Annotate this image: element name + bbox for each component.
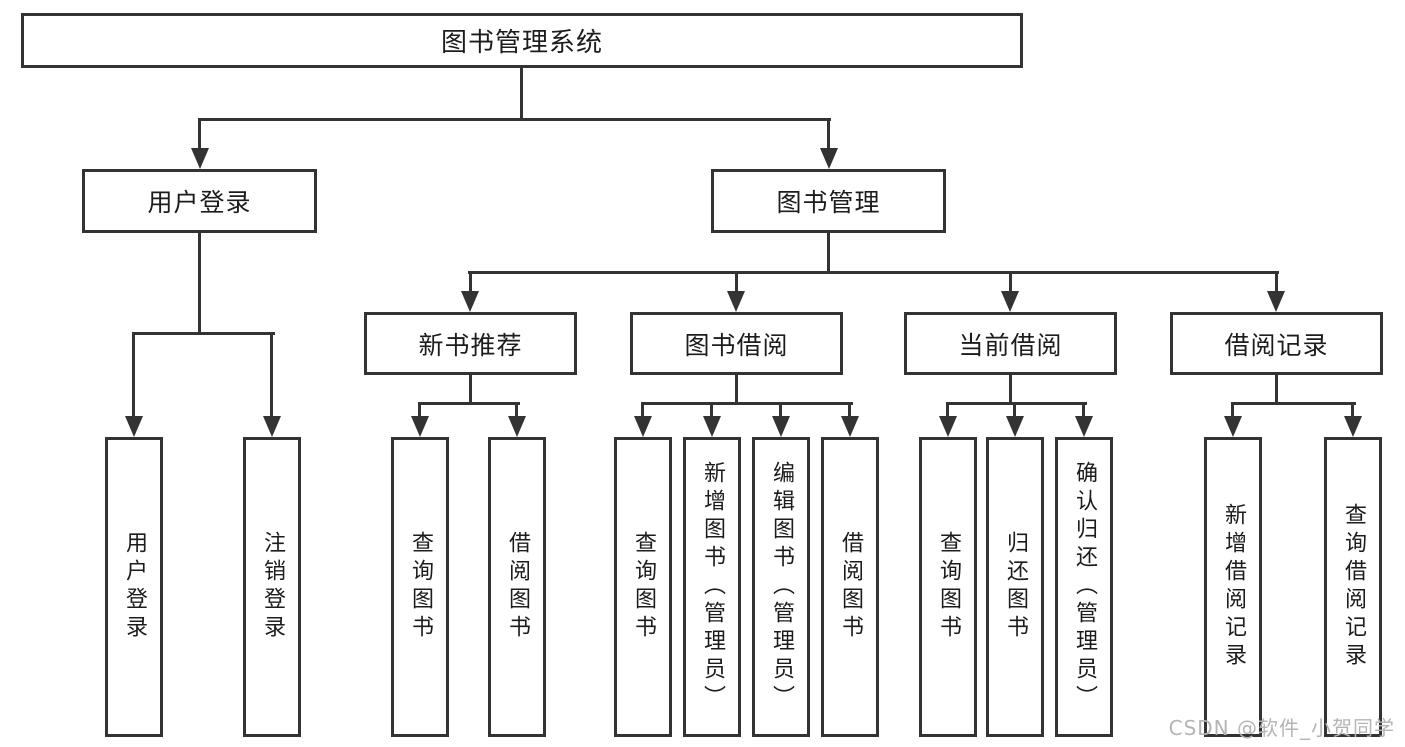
- connector-user-login-stem: [198, 233, 201, 335]
- connector-section-rail: [641, 402, 853, 405]
- leaf-label: 确认归还（管理员）: [1072, 461, 1097, 713]
- arrowhead-down-icon: [703, 416, 721, 437]
- node-label: 当前借阅: [958, 330, 1063, 360]
- arrowhead-down-icon: [1267, 291, 1285, 312]
- connector-section-rail: [418, 402, 520, 405]
- arrowhead-down-icon: [125, 416, 143, 437]
- connector-section-drop: [469, 271, 472, 291]
- node-label: 图书管理: [776, 188, 881, 217]
- connector-leaf-drop: [418, 402, 421, 416]
- leaf-current-query-books: 查询图书: [919, 437, 977, 737]
- leaf-label: 借阅图书: [505, 531, 530, 643]
- connector-section-drop: [735, 271, 738, 291]
- connector-section-stem: [469, 375, 472, 405]
- leaf-newbook-query-books: 查询图书: [391, 437, 449, 737]
- node-label: 借阅记录: [1224, 330, 1329, 360]
- node-book-management: 图书管理: [711, 169, 946, 233]
- leaf-label: 查询图书: [936, 531, 961, 643]
- connector-user-login-drop: [198, 118, 201, 149]
- connector-section-drop: [1009, 271, 1012, 291]
- node-label: 图书管理系统: [440, 28, 603, 58]
- connector-book-mgmt-rail: [468, 271, 1279, 274]
- connector-leaf-drop: [1231, 402, 1234, 416]
- arrowhead-down-icon: [820, 148, 838, 169]
- connector-leaf-drop: [641, 402, 644, 416]
- arrowhead-down-icon: [461, 291, 479, 312]
- connector-section-stem: [1009, 375, 1012, 405]
- arrowhead-down-icon: [1344, 416, 1362, 437]
- connector-leaf-drop: [779, 402, 782, 416]
- arrowhead-down-icon: [1006, 416, 1024, 437]
- connector-leaf-drop: [132, 332, 135, 416]
- csdn-watermark: CSDN @软件_小贺同学: [1168, 716, 1395, 740]
- leaf-newbook-borrow-books: 借阅图书: [488, 437, 546, 737]
- leaf-borrowing-query-books: 查询图书: [614, 437, 672, 737]
- connector-book-mgmt-drop: [827, 118, 830, 149]
- node-label: 新书推荐: [418, 330, 523, 360]
- arrowhead-down-icon: [1001, 291, 1019, 312]
- connector-leaf-drop: [848, 402, 851, 416]
- leaf-add-book-admin: 新增图书（管理员）: [683, 437, 741, 737]
- leaf-confirm-return-admin: 确认归还（管理员）: [1055, 437, 1113, 737]
- arrowhead-down-icon: [772, 416, 790, 437]
- connector-section-stem: [735, 375, 738, 405]
- connector-user-login-rail: [132, 332, 275, 335]
- leaf-return-book: 归还图书: [986, 437, 1044, 737]
- leaf-label: 借阅图书: [838, 531, 863, 643]
- connector-leaf-drop: [946, 402, 949, 416]
- connector-leaf-drop: [1013, 402, 1016, 416]
- leaf-label: 新增图书（管理员）: [700, 461, 725, 713]
- connector-leaf-drop: [710, 402, 713, 416]
- arrowhead-down-icon: [727, 291, 745, 312]
- leaf-label: 编辑图书（管理员）: [769, 461, 794, 713]
- arrowhead-down-icon: [841, 416, 859, 437]
- connector-section-drop: [1275, 271, 1278, 291]
- leaf-logout: 注销登录: [243, 437, 301, 737]
- leaf-label: 新增借阅记录: [1221, 503, 1246, 671]
- leaf-label: 注销登录: [260, 531, 285, 643]
- connector-book-mgmt-stem: [827, 233, 830, 273]
- arrowhead-down-icon: [508, 416, 526, 437]
- node-current-borrowing: 当前借阅: [904, 312, 1117, 375]
- node-new-book-recommend: 新书推荐: [364, 312, 577, 375]
- arrowhead-down-icon: [634, 416, 652, 437]
- leaf-label: 查询图书: [408, 531, 433, 643]
- node-label: 图书借阅: [684, 330, 789, 360]
- arrowhead-down-icon: [1224, 416, 1242, 437]
- connector-leaf-drop: [270, 332, 273, 416]
- leaf-borrowing-borrow-books: 借阅图书: [821, 437, 879, 737]
- arrowhead-down-icon: [939, 416, 957, 437]
- connector-leaf-drop: [1351, 402, 1354, 416]
- leaf-label: 用户登录: [122, 531, 147, 643]
- leaf-add-borrow-record: 新增借阅记录: [1204, 437, 1262, 737]
- leaf-query-borrow-record: 查询借阅记录: [1324, 437, 1382, 737]
- leaf-label: 查询借阅记录: [1341, 503, 1366, 671]
- connector-root-rail: [198, 118, 831, 121]
- arrowhead-down-icon: [263, 416, 281, 437]
- node-borrowing-records: 借阅记录: [1170, 312, 1383, 375]
- leaf-label: 查询图书: [631, 531, 656, 643]
- node-user-login: 用户登录: [82, 169, 317, 233]
- node-library-management-system: 图书管理系统: [21, 13, 1023, 68]
- arrowhead-down-icon: [411, 416, 429, 437]
- leaf-edit-book-admin: 编辑图书（管理员）: [752, 437, 810, 737]
- leaf-user-login: 用户登录: [105, 437, 163, 737]
- node-label: 用户登录: [147, 188, 252, 217]
- connector-root-stem: [520, 68, 523, 119]
- node-book-borrowing: 图书借阅: [630, 312, 843, 375]
- connector-section-stem: [1275, 375, 1278, 405]
- connector-section-rail: [1231, 402, 1356, 405]
- connector-leaf-drop: [515, 402, 518, 416]
- arrowhead-down-icon: [191, 148, 209, 169]
- connector-section-rail: [946, 402, 1087, 405]
- arrowhead-down-icon: [1075, 416, 1093, 437]
- leaf-label: 归还图书: [1003, 531, 1028, 643]
- connector-leaf-drop: [1082, 402, 1085, 416]
